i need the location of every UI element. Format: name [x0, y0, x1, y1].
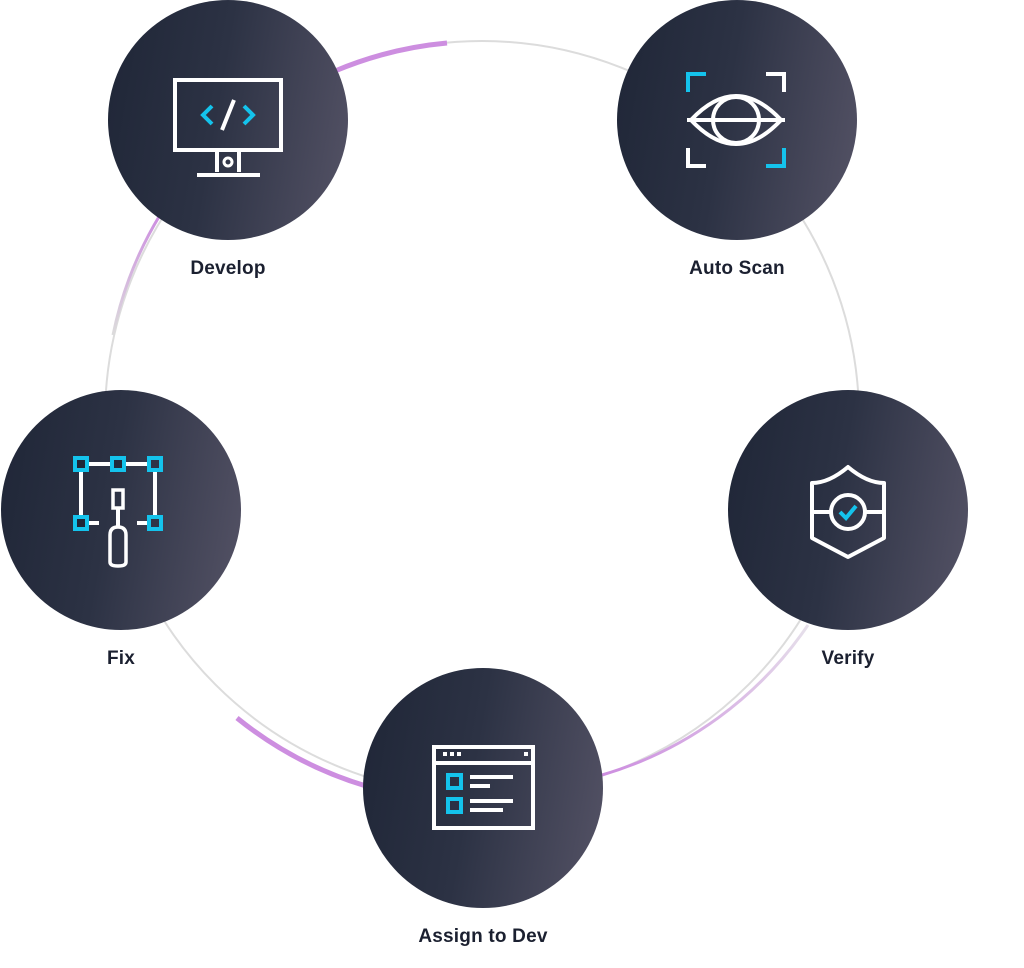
task-window-icon: [432, 745, 535, 830]
shield-check-icon: [810, 465, 886, 559]
step-fix-node: [1, 390, 241, 630]
code-monitor-icon: [173, 78, 283, 177]
ring-highlight-top: [334, 40, 448, 74]
ring-highlight-left: [111, 214, 162, 336]
ring-highlight-bottom-right: [601, 624, 810, 777]
step-assign-label: Assign to Dev: [418, 926, 548, 947]
step-assign-node: [363, 668, 603, 908]
bezier-tool-icon: [73, 456, 163, 568]
step-develop-label: Develop: [190, 258, 266, 279]
eye-scan-icon: [686, 72, 786, 168]
step-auto-scan-label: Auto Scan: [689, 258, 785, 279]
step-verify-label: Verify: [821, 648, 875, 669]
step-fix-label: Fix: [106, 648, 136, 669]
step-develop-node: [108, 0, 348, 240]
step-auto-scan-node: [617, 0, 857, 240]
ring-highlight-bottom-left: [235, 716, 367, 789]
step-verify-node: [728, 390, 968, 630]
